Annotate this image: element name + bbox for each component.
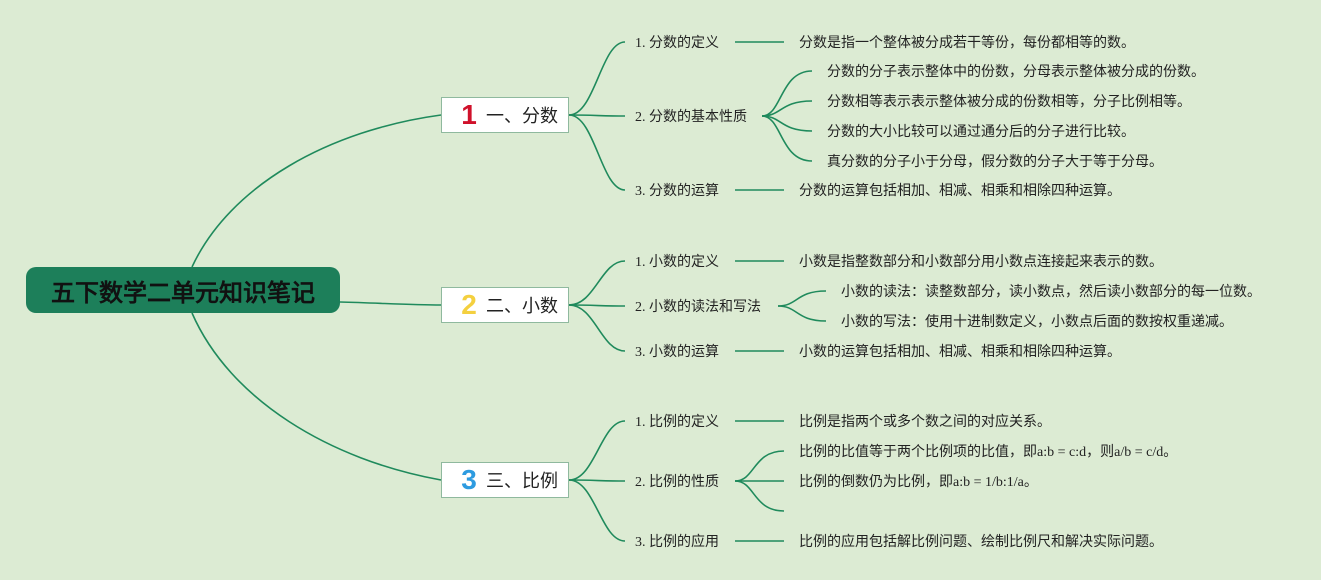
section-to-subtopic-link [568,260,626,306]
section-to-subtopic-link [568,114,626,117]
leaf-text: 小数是指整数部分和小数部分用小数点连接起来表示的数。 [799,255,1163,270]
section-label: 二、小数 [486,296,558,317]
leaf-text: 真分数的分子小于分母，假分数的分子大于等于分母。 [827,155,1163,170]
section-to-subtopic-link [568,114,626,191]
leaf-text: 分数的运算包括相加、相减、相乘和相除四种运算。 [799,184,1121,199]
subtopic-ratio-properties[interactable]: 2. 比例的性质 [635,475,719,490]
number-one-icon: 1 [461,99,477,130]
leaf-text: 比例的应用包括解比例问题、绘制比例尺和解决实际问题。 [799,535,1163,550]
number-two-icon: 2 [461,289,477,320]
section-to-subtopic-link [568,304,626,307]
section-to-subtopic-link [568,420,626,481]
leaf-text: 比例的比值等于两个比例项的比值，即a:b = c:d，则a/b = c/d。 [799,445,1178,460]
root-link-ratios [191,312,442,481]
section-to-subtopic-link [568,479,626,482]
subtopic-to-leaf-link [734,480,785,512]
leaf-text: 小数的写法：使用十进制数定义，小数点后面的数按权重递减。 [841,315,1233,330]
root-node[interactable]: 五下数学二单元知识笔记 [26,267,340,313]
subtopic-to-leaf-link [761,70,813,117]
number-three-icon: 3 [461,464,477,495]
root-title: 五下数学二单元知识笔记 [51,278,315,307]
leaf-text: 分数的分子表示整体中的份数，分母表示整体被分成的份数。 [827,65,1205,80]
subtopic-to-leaf-link [761,115,813,162]
section-node-decimals[interactable]: 2 二、小数 [441,287,569,323]
section-node-fractions[interactable]: 1 一、分数 [441,97,569,133]
leaf-text: 比例是指两个或多个数之间的对应关系。 [799,415,1051,430]
leaf-text: 分数是指一个整体被分成若干等份，每份都相等的数。 [799,36,1135,51]
leaf-text: 分数相等表示表示整体被分成的份数相等，分子比例相等。 [827,95,1191,110]
section-to-subtopic-link [568,41,626,116]
subtopic-decimal-definition[interactable]: 1. 小数的定义 [635,255,719,270]
section-label: 一、分数 [486,106,558,127]
subtopic-decimal-operations[interactable]: 3. 小数的运算 [635,345,719,360]
subtopic-ratio-applications[interactable]: 3. 比例的应用 [635,535,719,550]
subtopic-decimal-reading-writing[interactable]: 2. 小数的读法和写法 [635,300,761,315]
section-node-ratios[interactable]: 3 三、比例 [441,462,569,498]
section-to-subtopic-link [568,304,626,352]
subtopic-ratio-definition[interactable]: 1. 比例的定义 [635,415,719,430]
subtopic-to-leaf-link [734,450,785,482]
section-to-subtopic-link [568,479,626,542]
subtopic-fraction-definition[interactable]: 1. 分数的定义 [635,36,719,51]
subtopic-fraction-properties[interactable]: 2. 分数的基本性质 [635,110,747,125]
leaf-text: 小数的运算包括相加、相减、相乘和相除四种运算。 [799,345,1121,360]
subtopic-to-leaf-link [777,290,827,307]
leaf-text: 分数的大小比较可以通过通分后的分子进行比较。 [827,125,1135,140]
section-label: 三、比例 [486,471,558,492]
root-link-fractions [191,114,442,268]
root-link-decimals [339,301,442,306]
subtopic-to-leaf-link [777,305,827,322]
subtopic-fraction-operations[interactable]: 3. 分数的运算 [635,184,719,199]
leaf-text: 小数的读法：读整数部分，读小数点，然后读小数部分的每一位数。 [841,285,1261,300]
leaf-text: 比例的倒数仍为比例，即a:b = 1/b:1/a。 [799,475,1038,490]
